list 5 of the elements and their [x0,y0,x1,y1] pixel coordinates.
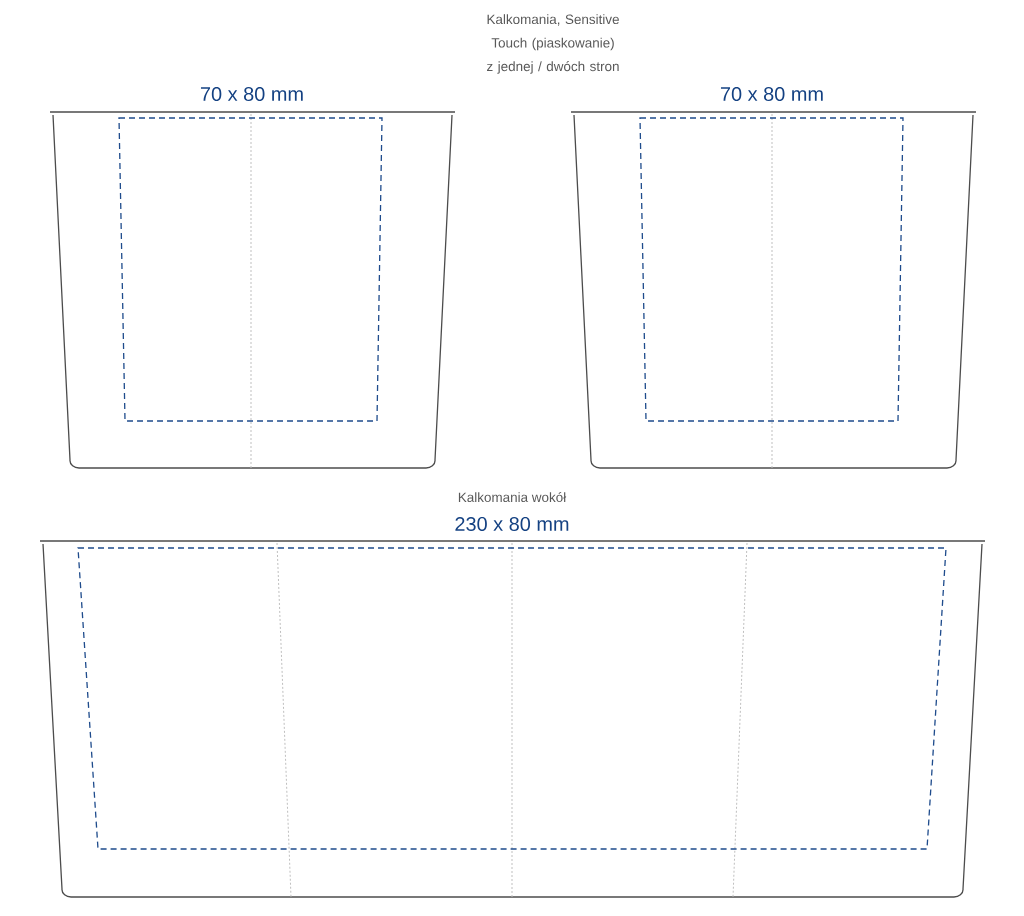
note-text: Kalkomania, Sensitive Touch (piaskowanie) z jednej / dwóch stron [487,14,619,74]
dimension-text: 70 x 80 mm [201,86,303,102]
dimension-text: 70 x 80 mm [720,86,823,102]
dimension-text: 230 x 80 mm [455,516,569,532]
note-text: Kalkomania wokół [458,492,567,502]
